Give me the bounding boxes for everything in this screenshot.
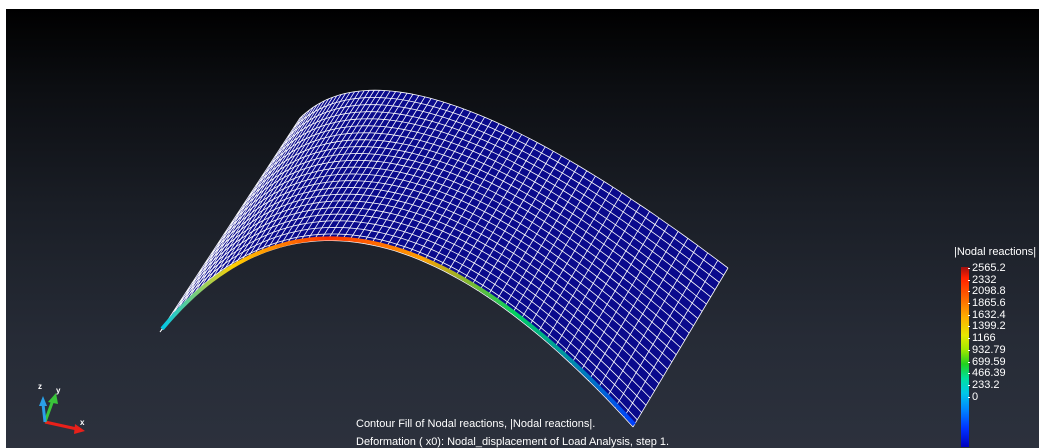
legend-label: 1399.2 (968, 321, 1032, 333)
z-axis-arrow (41, 403, 47, 423)
z-axis-label: z (38, 382, 42, 391)
legend-label: 466.39 (968, 367, 1032, 380)
legend-label: 1865.6 (968, 297, 1032, 310)
mesh-grid-lines (159, 89, 729, 428)
legend-label: 932.79 (968, 344, 1032, 357)
legend-label: 2565.2 (968, 262, 1032, 275)
legend-label: 0 (968, 391, 1032, 404)
mesh-surface (160, 90, 728, 428)
legend-title: |Nodal reactions| (954, 246, 1037, 258)
legend-color-bar (961, 267, 969, 447)
legend-label: 1166 (968, 332, 1032, 345)
y-axis-arrow (43, 399, 55, 423)
y-axis-arrowhead (48, 393, 58, 404)
caption-line-1: Contour Fill of Nodal reactions, |Nodal … (356, 418, 596, 430)
caption-line-2: Deformation ( x0): Nodal_displacement of… (356, 436, 670, 448)
legend-label: 1632.4 (968, 309, 1032, 322)
legend-label: 2332 (968, 274, 1032, 287)
shell-mesh[interactable] (6, 9, 1039, 448)
legend-label: 2098.8 (968, 286, 1032, 298)
legend-label: 699.59 (968, 356, 1032, 369)
y-axis-label: y (56, 386, 61, 395)
axis-triad-icon[interactable] (31, 376, 111, 436)
x-axis-arrowhead (74, 424, 85, 434)
z-axis-arrowhead (39, 396, 47, 406)
reaction-contour-edge (160, 236, 636, 426)
x-axis-label: x (80, 418, 85, 427)
legend-label: 233.2 (968, 379, 1032, 392)
x-axis-arrow (44, 420, 78, 431)
